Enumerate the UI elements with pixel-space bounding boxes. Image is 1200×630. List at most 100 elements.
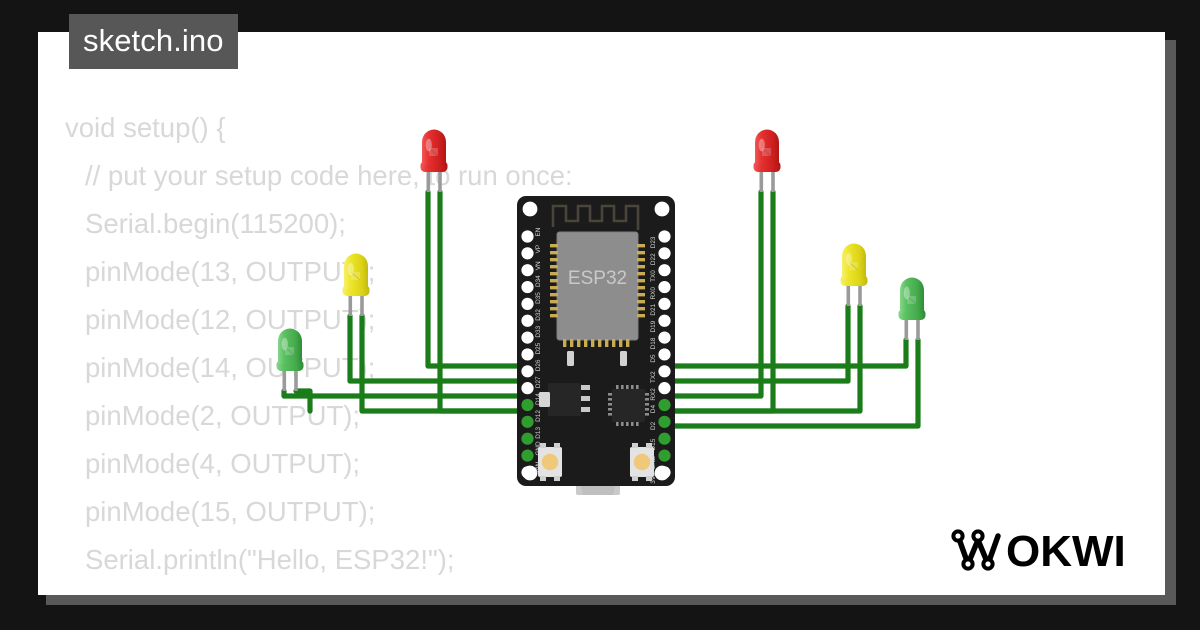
wokwi-logo-text: OKWI bbox=[1006, 527, 1126, 576]
pin-label-d12: D12 bbox=[535, 410, 542, 422]
pin-label-d21: D21 bbox=[650, 303, 657, 315]
pin-tx0[interactable] bbox=[658, 264, 671, 277]
pin-d25[interactable] bbox=[521, 348, 534, 361]
led-red-left[interactable] bbox=[419, 128, 449, 193]
module-pads-left bbox=[550, 244, 558, 318]
wire-yellow-right-cathode bbox=[669, 303, 863, 414]
pin-d12[interactable] bbox=[521, 415, 534, 428]
pin-en[interactable] bbox=[521, 230, 534, 243]
pcb-antenna-trace bbox=[551, 204, 640, 230]
wire-green-right-cathode bbox=[669, 337, 921, 429]
pin-label-d15: D15 bbox=[650, 438, 657, 450]
pin-d2[interactable] bbox=[658, 415, 671, 428]
pin-label-d13: D13 bbox=[535, 427, 542, 439]
pin-d33[interactable] bbox=[521, 331, 534, 344]
code-line: // put your setup code here, to run once… bbox=[85, 160, 573, 191]
pin-gnd[interactable] bbox=[658, 449, 671, 462]
pin-label-d35: D35 bbox=[535, 292, 542, 304]
pin-d13[interactable] bbox=[521, 432, 534, 445]
code-line: pinMode(14, OUTPUT); bbox=[85, 352, 376, 383]
pin-d18[interactable] bbox=[658, 331, 671, 344]
code-line: void setup() { bbox=[65, 112, 226, 143]
pin-d26[interactable] bbox=[521, 365, 534, 378]
pin-label-gnd: GND bbox=[650, 455, 657, 470]
boot-button[interactable] bbox=[538, 443, 562, 481]
pin-d5[interactable] bbox=[658, 348, 671, 361]
pin-d19[interactable] bbox=[658, 314, 671, 327]
pin-label-vin: VIN bbox=[535, 461, 542, 472]
esp32-devkit-board[interactable]: ESP32 bbox=[517, 196, 675, 495]
pin-label-vn: VN bbox=[535, 261, 542, 270]
pin-d35[interactable] bbox=[521, 297, 534, 310]
esp32-module: ESP32 bbox=[556, 231, 639, 341]
led-yellow-left[interactable] bbox=[341, 252, 371, 317]
pin-3v3[interactable] bbox=[658, 466, 671, 479]
usb-uart-ic bbox=[608, 385, 649, 426]
pin-labels-left: ENVPVND34D35D32D33D25D26D27D14D12D13GNDV… bbox=[535, 227, 542, 472]
pin-label-rx0: RX0 bbox=[650, 287, 657, 300]
pin-label-gnd: GND bbox=[535, 441, 542, 456]
wire-yellow-right-anode bbox=[669, 303, 851, 384]
pin-d22[interactable] bbox=[658, 247, 671, 260]
pin-d4[interactable] bbox=[658, 398, 671, 412]
pin-label-d2: D2 bbox=[650, 421, 657, 430]
code-line: Serial.begin(115200); bbox=[85, 208, 346, 239]
code-line: pinMode(2, OUTPUT); bbox=[85, 400, 361, 431]
pin-d23[interactable] bbox=[658, 230, 671, 243]
wire-green-right-anode bbox=[669, 337, 909, 369]
wire-red-left-anode bbox=[425, 189, 527, 369]
pin-vn[interactable] bbox=[521, 264, 534, 277]
led-green-left[interactable] bbox=[275, 327, 305, 392]
pin-rx0[interactable] bbox=[658, 280, 671, 294]
pin-label-d26: D26 bbox=[535, 359, 542, 371]
pin-label-tx2: TX2 bbox=[650, 371, 657, 383]
code-line: pinMode(15, OUTPUT); bbox=[85, 496, 376, 527]
wire-group[interactable] bbox=[281, 189, 921, 429]
file-tab-sketch-ino[interactable]: sketch.ino bbox=[69, 14, 238, 69]
pin-label-rx2: RX2 bbox=[650, 388, 657, 401]
pin-label-d22: D22 bbox=[650, 253, 657, 265]
pin-tx2[interactable] bbox=[658, 365, 671, 378]
pin-vin[interactable] bbox=[521, 466, 534, 479]
module-pads-right bbox=[637, 244, 645, 318]
code-line: pinMode(12, OUTPUT); bbox=[85, 304, 376, 335]
pin-label-tx0: TX0 bbox=[650, 270, 657, 282]
pin-d21[interactable] bbox=[658, 297, 671, 310]
wire-yellow-left-cathode bbox=[359, 313, 527, 414]
enable-button[interactable] bbox=[630, 443, 654, 481]
led-green-right[interactable] bbox=[897, 276, 927, 341]
code-line: pinMode(13, OUTPUT); bbox=[85, 256, 376, 287]
pin-d15[interactable] bbox=[658, 432, 671, 445]
pin-d14[interactable] bbox=[521, 398, 534, 412]
pin-label-d34: D34 bbox=[535, 275, 542, 287]
circuit-diagram[interactable]: ESP32 bbox=[38, 32, 1165, 595]
wire-red-right-anode bbox=[669, 189, 764, 399]
pin-label-vp: VP bbox=[535, 245, 542, 254]
header-left[interactable] bbox=[521, 230, 534, 479]
wire-yellow-left-anode bbox=[347, 313, 527, 384]
led-red-right[interactable] bbox=[752, 128, 782, 193]
wokwi-logo-mark: OKWI bbox=[951, 527, 1126, 576]
pin-d32[interactable] bbox=[521, 314, 534, 327]
module-pads-bottom bbox=[563, 339, 630, 347]
pin-label-d19: D19 bbox=[650, 320, 657, 332]
wire-red-right-cathode bbox=[669, 189, 776, 414]
code-line: Serial.println("Hello, ESP32!"); bbox=[85, 544, 455, 575]
wire-red-left-cathode bbox=[437, 189, 527, 414]
pin-d27[interactable] bbox=[521, 382, 534, 395]
pin-label-d25: D25 bbox=[535, 342, 542, 354]
diagram-canvas[interactable]: void setup() { // put your setup code her… bbox=[38, 32, 1165, 595]
pin-label-d14: D14 bbox=[535, 393, 542, 405]
pin-rx2[interactable] bbox=[658, 382, 671, 395]
wire-green-left-cathode bbox=[293, 388, 313, 414]
pin-vp[interactable] bbox=[521, 247, 534, 260]
code-editor-text: void setup() { // put your setup code her… bbox=[65, 104, 573, 595]
pin-gnd[interactable] bbox=[521, 449, 534, 462]
module-silkscreen-label: ESP32 bbox=[568, 268, 627, 289]
header-right[interactable] bbox=[658, 230, 671, 479]
code-line: pinMode(4, OUTPUT); bbox=[85, 448, 361, 479]
led-yellow-right[interactable] bbox=[839, 242, 869, 307]
test-pads bbox=[567, 351, 627, 366]
pin-d34[interactable] bbox=[521, 280, 534, 294]
